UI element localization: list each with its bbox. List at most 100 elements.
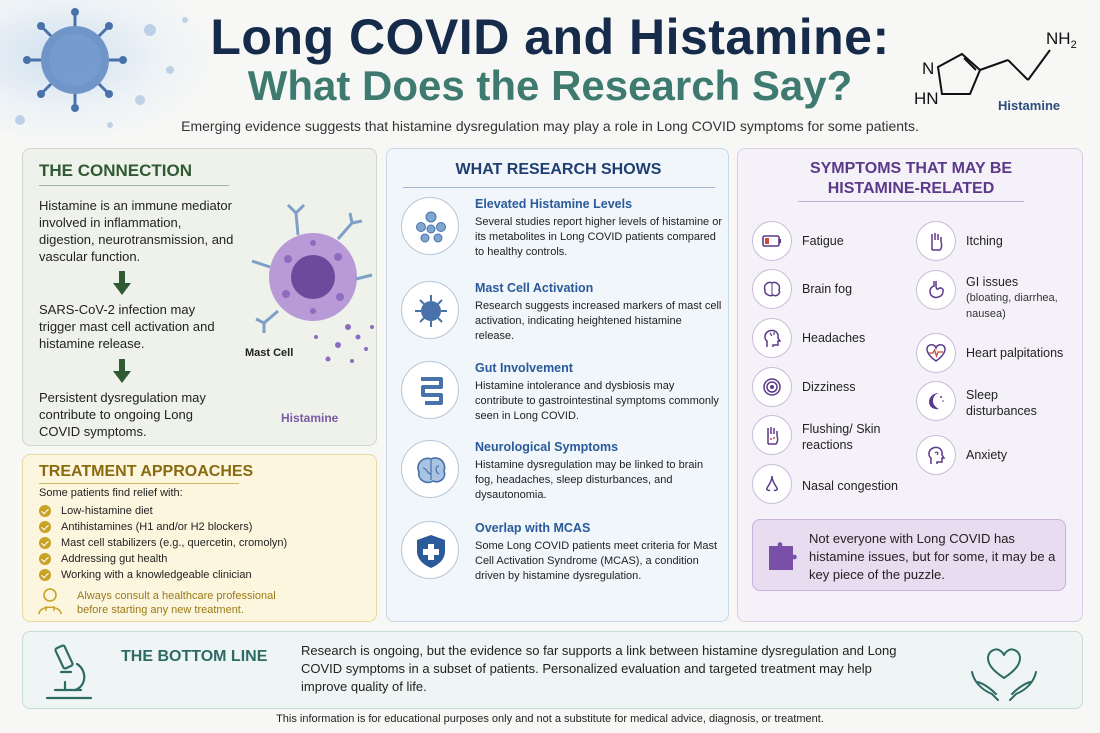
research-item-title: Overlap with MCAS [475,521,591,535]
research-item-title: Mast Cell Activation [475,281,594,295]
list-item: Low-histamine diet [39,503,287,519]
symptom-label: GI issues (bloating, diarrhea, nausea) [966,274,1086,322]
virus-background [0,0,210,140]
mast-cell-icon [251,203,374,363]
page-subtitle-heading: What Does the Research Say? [247,62,853,109]
list-item-label: Antihistamines (H1 and/or H2 blockers) [61,521,253,533]
mast-cell-label: Mast Cell [245,347,294,359]
arrow-down-icon [113,359,131,383]
microscope-icon [45,644,93,700]
research-item: Mast Cell Activation Research suggests i… [401,281,721,351]
molecule-hn-label: HN [914,89,939,108]
check-icon [39,505,51,517]
bottom-line-text: Research is ongoing, but the evidence so… [301,643,897,694]
research-divider [403,187,715,188]
list-item-label: Low-histamine diet [61,505,153,517]
consult-text: Always consult a healthcare professional… [77,590,276,616]
list-item: Mast cell stabilizers (e.g., quercetin, … [39,535,287,551]
research-item-body: Several studies report higher levels of … [475,216,723,258]
connection-heading: THE CONNECTION [39,161,192,180]
symptom-item: Brain fog [752,269,922,313]
itching-hand-icon [931,233,943,251]
research-icon-circle [401,440,459,498]
symptom-label-sub: (bloating, diarrhea, nausea) [966,292,1058,320]
research-item-body: Histamine intolerance and dysbiosis may … [475,380,719,422]
anxiety-icon-circle [916,435,956,475]
molecule-label: Histamine [998,98,1061,113]
disclaimer: This information is for educational purp… [276,713,824,725]
symptom-item: Fatigue [752,221,922,265]
histamine-label: Histamine [281,411,339,425]
symptoms-heading-line2: HISTAMINE-RELATED [827,180,995,197]
symptom-item: Flushing/ Skin reactions [752,415,922,459]
symptoms-divider [798,201,1024,202]
treatment-list: Low-histamine diet Antihistamines (H1 an… [39,503,287,583]
headache-icon-circle [752,318,792,358]
heart-palpitation-icon [926,344,946,362]
treatment-heading: TREATMENT APPROACHES [39,463,254,480]
histamine-molecule-icon: N HN NH2 [914,29,1077,108]
brain-icon-circle [752,269,792,309]
research-item: Neurological Symptoms Histamine dysregul… [401,440,721,510]
symptom-label: Fatigue [802,234,844,248]
skin-hand-icon [767,427,779,445]
research-item-body: Some Long COVID patients meet criteria f… [475,540,718,582]
symptom-item: Anxiety [916,435,1086,479]
nose-icon [766,475,778,492]
doctor-icon [38,588,62,615]
research-item-title: Elevated Histamine Levels [475,197,633,211]
symptom-label: Brain fog [802,282,853,296]
symptom-item: Sleep disturbances [916,381,1086,425]
research-icon-circle [401,281,459,339]
symptom-label: Headaches [802,331,866,345]
symptom-label: Itching [966,234,1003,248]
callout-text: Not everyone with Long COVID has histami… [809,531,1056,582]
puzzle-icon [769,542,797,570]
symptom-item: Nasal congestion [752,464,922,508]
research-icon-circle [401,197,459,255]
check-icon [39,553,51,565]
moon-icon [929,393,944,410]
research-item: Gut Involvement Histamine intolerance an… [401,361,721,431]
heart-icon-circle [916,333,956,373]
heart-hands-icon [971,648,1037,701]
symptoms-panel: SYMPTOMS THAT MAY BE HISTAMINE-RELATED F… [737,148,1083,622]
molecules-icon [416,211,446,243]
page-title: Long COVID and Histamine: [210,9,890,65]
research-item-title: Neurological Symptoms [475,440,619,454]
callout-box: Not everyone with Long COVID has histami… [752,519,1066,591]
brain-icon [763,281,781,297]
consult-note: Always consult a healthcare professional… [77,589,307,617]
molecule-n-label: N [922,59,934,78]
dizziness-spiral-icon [763,378,781,396]
list-item-label: Mast cell stabilizers (e.g., quercetin, … [61,537,288,549]
virus-icon [415,295,447,327]
list-item: Working with a knowledgeable clinician [39,567,287,583]
symptom-label: Anxiety [966,448,1007,462]
treatment-intro: Some patients find relief with: [39,487,183,499]
research-item-body: Histamine dysregulation may be linked to… [475,459,704,501]
treatment-divider [39,483,239,484]
symptom-label: Sleep disturbances [966,388,1037,418]
research-panel: WHAT RESEARCH SHOWS Elevated Histamine L… [386,148,729,622]
research-item-body: Research suggests increased markers of m… [475,300,722,342]
list-item: Addressing gut health [39,551,287,567]
connection-para-3: Persistent dysregulation may contribute … [39,390,206,439]
symptom-item: Itching [916,221,1086,265]
symptom-item: Headaches [752,318,922,362]
shield-icon [417,535,445,568]
connection-panel: THE CONNECTION Histamine is an immune me… [22,148,377,446]
symptom-label: Flushing/ Skin reactions [802,422,881,452]
check-icon [39,537,51,549]
research-item-title: Gut Involvement [475,361,573,375]
bottom-line-heading: THE BOTTOM LINE [121,648,268,665]
treatment-panel: TREATMENT APPROACHES Some patients find … [22,454,377,622]
intestine-icon [421,377,443,405]
spiral-icon-circle [752,367,792,407]
research-icon-circle [401,361,459,419]
list-item-label: Addressing gut health [61,553,168,565]
check-icon [39,569,51,581]
anxiety-head-icon [928,446,946,464]
symptom-label: Heart palpitations [966,346,1064,360]
connection-divider [39,185,229,186]
